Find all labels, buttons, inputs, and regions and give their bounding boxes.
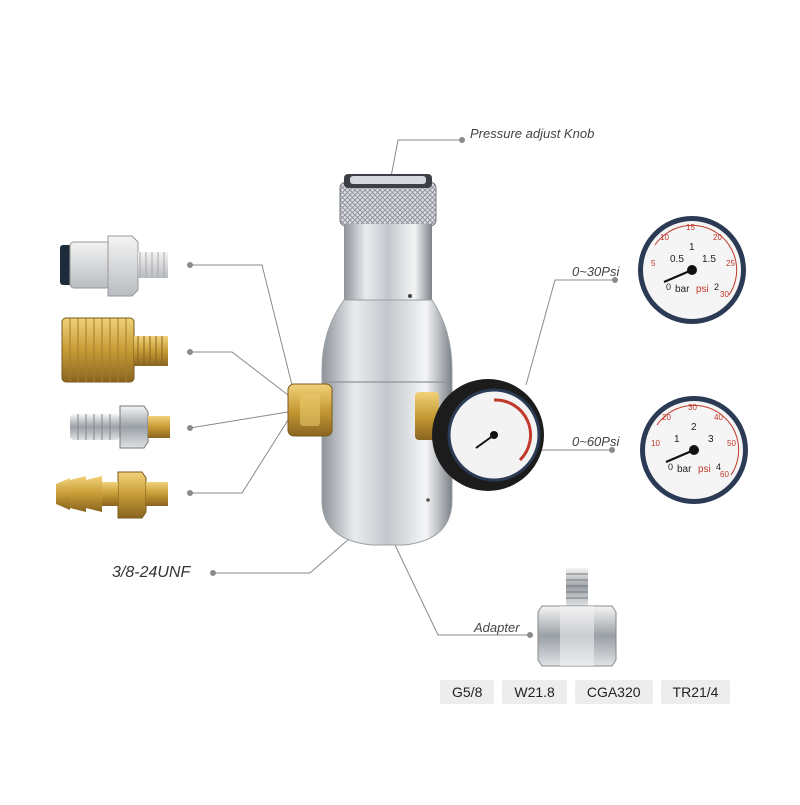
gauge60-bar-4: 4 bbox=[716, 462, 721, 472]
adapter-type-g58: G5/8 bbox=[440, 680, 495, 704]
adapter-type-cga320: CGA320 bbox=[574, 680, 653, 704]
gauge60-unit-psi: psi bbox=[698, 464, 711, 475]
push-fit-connector bbox=[60, 235, 168, 297]
gauge30-bar-15: 1.5 bbox=[702, 254, 716, 265]
chrome-flare-fitting bbox=[70, 405, 170, 449]
gauge60-bar-0: 0 bbox=[668, 462, 673, 472]
gauge-30psi: 0 0.5 1 1.5 2 5 10 15 20 25 30 bar psi bbox=[638, 216, 746, 324]
gauge30-psi-30: 30 bbox=[720, 290, 729, 299]
cga-adapter bbox=[537, 568, 617, 667]
regulator-body bbox=[287, 174, 453, 546]
gauge30-bar-1: 1 bbox=[689, 242, 695, 253]
adapter-type-list: G5/8 W21.8 CGA320 TR21/4 bbox=[440, 680, 731, 704]
gauge60-bar-3: 3 bbox=[708, 434, 714, 445]
adapter-type-tr214: TR21/4 bbox=[660, 680, 731, 704]
brass-barb-fitting bbox=[56, 471, 168, 519]
gauge-60psi: 0 1 2 3 4 10 20 30 40 50 60 bar psi bbox=[640, 396, 748, 504]
adapter-type-w218: W21.8 bbox=[502, 680, 567, 704]
label-pressure-knob: Pressure adjust Knob bbox=[470, 126, 595, 141]
gauge30-psi-20: 20 bbox=[713, 233, 722, 242]
gauge30-bar-0: 0 bbox=[666, 282, 671, 292]
leader-lines bbox=[187, 137, 618, 638]
brass-coupler bbox=[61, 317, 168, 383]
label-range-30psi: 0~30Psi bbox=[572, 264, 620, 279]
gauge60-psi-10: 10 bbox=[651, 439, 660, 448]
gauge60-unit-bar: bar bbox=[677, 464, 692, 475]
gauge30-bar-2: 2 bbox=[714, 282, 719, 292]
label-adapter: Adapter bbox=[474, 620, 520, 635]
gauge30-psi-10: 10 bbox=[660, 233, 669, 242]
gauge60-psi-30: 30 bbox=[688, 403, 697, 412]
gauge30-psi-25: 25 bbox=[726, 259, 735, 268]
gauge30-psi-5: 5 bbox=[651, 259, 656, 268]
gauge60-psi-50: 50 bbox=[727, 439, 736, 448]
gauge30-bar-05: 0.5 bbox=[670, 254, 684, 265]
gauge60-psi-60: 60 bbox=[720, 470, 729, 479]
gauge60-psi-20: 20 bbox=[662, 413, 671, 422]
gauge30-unit-bar: bar bbox=[675, 284, 690, 295]
label-thread: 3/8-24UNF bbox=[112, 564, 191, 581]
gauge60-bar-2: 2 bbox=[691, 422, 697, 433]
gauge30-psi-15: 15 bbox=[686, 223, 695, 232]
main-pressure-gauge bbox=[432, 379, 544, 491]
gauge30-unit-psi: psi bbox=[696, 284, 709, 295]
label-range-60psi: 0~60Psi bbox=[572, 434, 620, 449]
gauge60-bar-1: 1 bbox=[674, 434, 680, 445]
gauge60-psi-40: 40 bbox=[714, 413, 723, 422]
